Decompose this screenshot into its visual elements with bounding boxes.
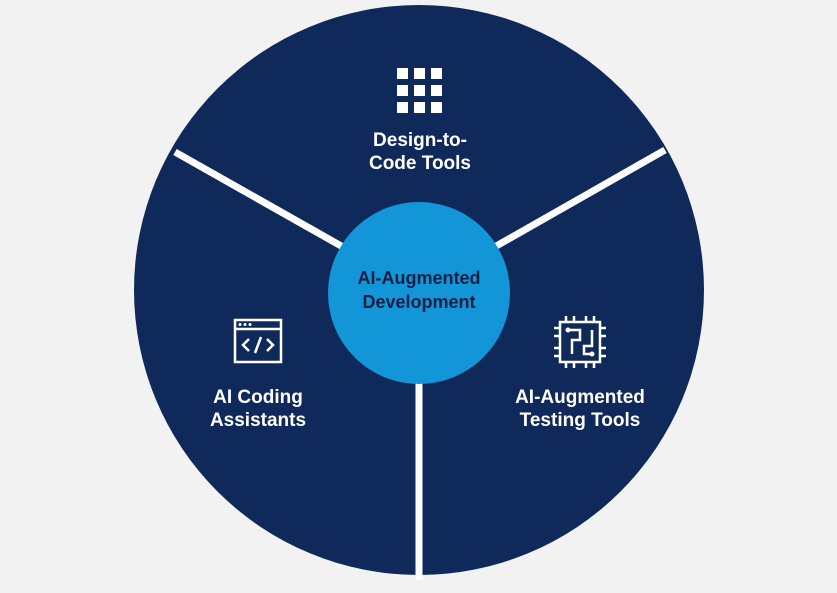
center-circle — [328, 202, 510, 384]
code-window-icon — [233, 318, 283, 364]
segment-label-line2: Assistants — [210, 410, 306, 431]
chip-icon — [554, 316, 606, 368]
segment-label-line2: Testing Tools — [520, 410, 641, 431]
segment-label-line2: Code Tools — [369, 153, 471, 174]
center-label-line2: Development — [362, 292, 475, 312]
segment-label-line1: AI-Augmented — [515, 387, 645, 408]
segment-label-line1: Design-to- — [373, 130, 467, 151]
segment-ai-coding-assistants: AI Coding Assistants — [210, 318, 306, 431]
grid-icon — [397, 68, 442, 113]
center-label-line1: AI-Augmented — [358, 268, 481, 288]
segment-ai-augmented-testing: AI-Augmented Testing Tools — [515, 316, 645, 431]
segment-label-line1: AI Coding — [213, 387, 303, 408]
segment-design-to-code: Design-to- Code Tools — [369, 68, 471, 174]
